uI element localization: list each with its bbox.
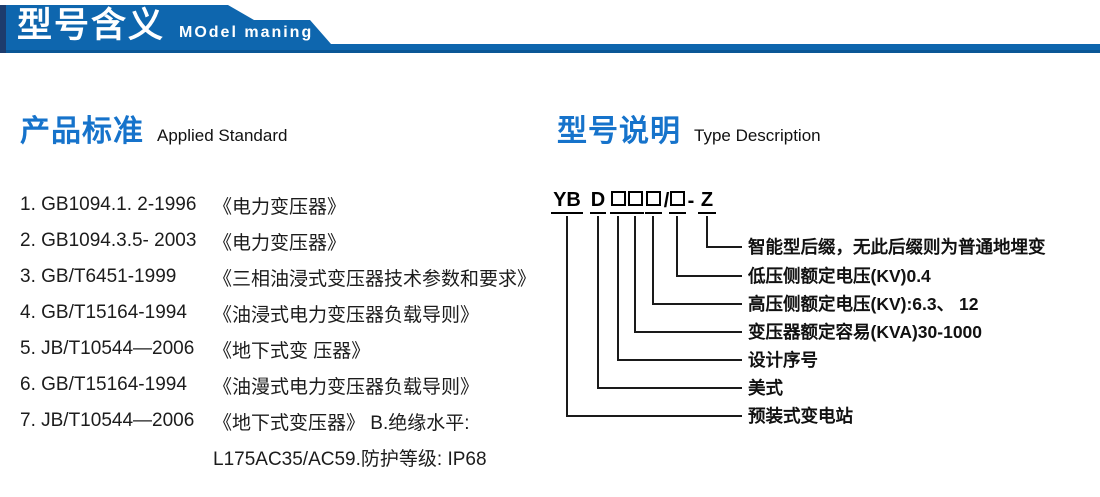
connector-line — [634, 216, 742, 333]
standard-title: 《电力变压器》 — [213, 232, 347, 254]
model-code-label: 美式 — [748, 378, 783, 398]
model-code-label: 变压器额定容易(KVA)30-1000 — [748, 322, 983, 342]
standard-code: 1. GB1094.1. 2-1996 — [20, 194, 197, 215]
banner-bottom-line — [0, 50, 1100, 53]
standard-title: L175AC35/AC59.防护等级: IP68 — [213, 448, 487, 470]
model-code-text-unit: / — [663, 190, 670, 212]
standard-title: 《三相油浸式变压器技术参数和要求》 — [213, 268, 537, 290]
standard-title: 《油浸式电力变压器负载导则》 — [213, 304, 480, 326]
connector-line — [566, 216, 742, 417]
model-code-box-unit — [627, 188, 644, 214]
standard-code: 3. GB/T6451-1999 — [20, 266, 177, 287]
standard-item: 7. JB/T10544—2006 《地下式变压器》 B.绝缘水平: — [20, 403, 560, 439]
standard-code: 5. JB/T10544—2006 — [20, 338, 195, 359]
model-code-text-unit: YB — [551, 188, 583, 214]
standard-code: 2. GB1094.3.5- 2003 — [20, 230, 197, 251]
model-code-label: 智能型后缀，无此后缀则为普通地埋变 — [748, 237, 1046, 257]
model-heading: 型号说明 Type Description — [557, 106, 821, 150]
standard-code: 6. GB/T15164-1994 — [20, 374, 187, 395]
model-heading-zh: 型号说明 — [557, 115, 681, 148]
connector-line — [652, 216, 742, 305]
standard-item: 3. GB/T6451-1999 《三相油浸式变压器技术参数和要求》 — [20, 259, 560, 295]
standard-title: 《地下式变 压器》 — [213, 340, 371, 362]
model-code-row: YB D /-Z — [545, 186, 1098, 216]
standard-item: 4. GB/T15164-1994 《油浸式电力变压器负载导则》 — [20, 295, 560, 331]
connector-line — [706, 216, 742, 248]
model-code-text-unit: - — [687, 190, 695, 212]
diagram-connector-lines — [566, 216, 742, 417]
standard-item: L175AC35/AC59.防护等级: IP68 — [20, 439, 560, 475]
model-code-label: 低压侧额定电压(KV)0.4 — [748, 266, 931, 286]
model-code-label: 高压侧额定电压(KV):6.3、 12 — [748, 294, 979, 314]
banner-subtitle: MOdel maning — [179, 24, 314, 41]
standard-title: 《地下式变压器》 B.绝缘水平: — [213, 412, 470, 434]
model-code-box-unit — [610, 188, 627, 214]
standard-code: 7. JB/T10544—2006 — [20, 410, 195, 431]
standards-list: 1. GB1094.1. 2-1996《电力变压器》2. GB1094.3.5-… — [20, 187, 560, 475]
standard-item: 1. GB1094.1. 2-1996 《电力变压器》 — [20, 187, 560, 223]
model-code-box-unit — [645, 188, 662, 214]
standard-item: 6. GB/T15164-1994 《油漫式电力变压器负载导则》 — [20, 367, 560, 403]
box-placeholder-icon — [611, 190, 626, 206]
standards-heading-zh: 产品标准 — [20, 115, 144, 148]
connector-line — [676, 216, 742, 277]
box-placeholder-icon — [646, 190, 661, 206]
banner-left-edge — [0, 5, 6, 53]
model-code-label: 预装式变电站 — [748, 406, 853, 426]
model-code-label: 设计序号 — [748, 350, 818, 370]
box-placeholder-icon — [670, 190, 685, 206]
model-code-text-unit: Z — [698, 188, 716, 214]
connector-line — [617, 216, 742, 361]
standard-title: 《电力变压器》 — [213, 196, 347, 218]
box-placeholder-icon — [628, 190, 643, 206]
standard-code: 4. GB/T15164-1994 — [20, 302, 187, 323]
banner-polygon — [0, 5, 1100, 53]
standard-item: 2. GB1094.3.5- 2003 《电力变压器》 — [20, 223, 560, 259]
standard-title: 《油漫式电力变压器负载导则》 — [213, 376, 480, 398]
banner-shape — [0, 5, 1100, 53]
standard-item: 5. JB/T10544—2006 《地下式变 压器》 — [20, 331, 560, 367]
banner-title: 型号含义 — [17, 6, 166, 45]
connector-line — [597, 216, 742, 389]
model-code-box-unit — [669, 188, 686, 214]
model-code-text-unit: D — [590, 188, 606, 214]
banner: 型号含义 MOdel maning — [0, 0, 1100, 58]
standards-heading: 产品标准 Applied Standard — [20, 106, 287, 150]
standards-heading-en: Applied Standard — [157, 126, 288, 145]
model-heading-en: Type Description — [694, 126, 821, 145]
model-code-diagram: YB D /-Z 智能型后缀，无此后缀则为普通地埋变低压侧额定电压(KV)0.4 高压… — [545, 186, 1098, 446]
